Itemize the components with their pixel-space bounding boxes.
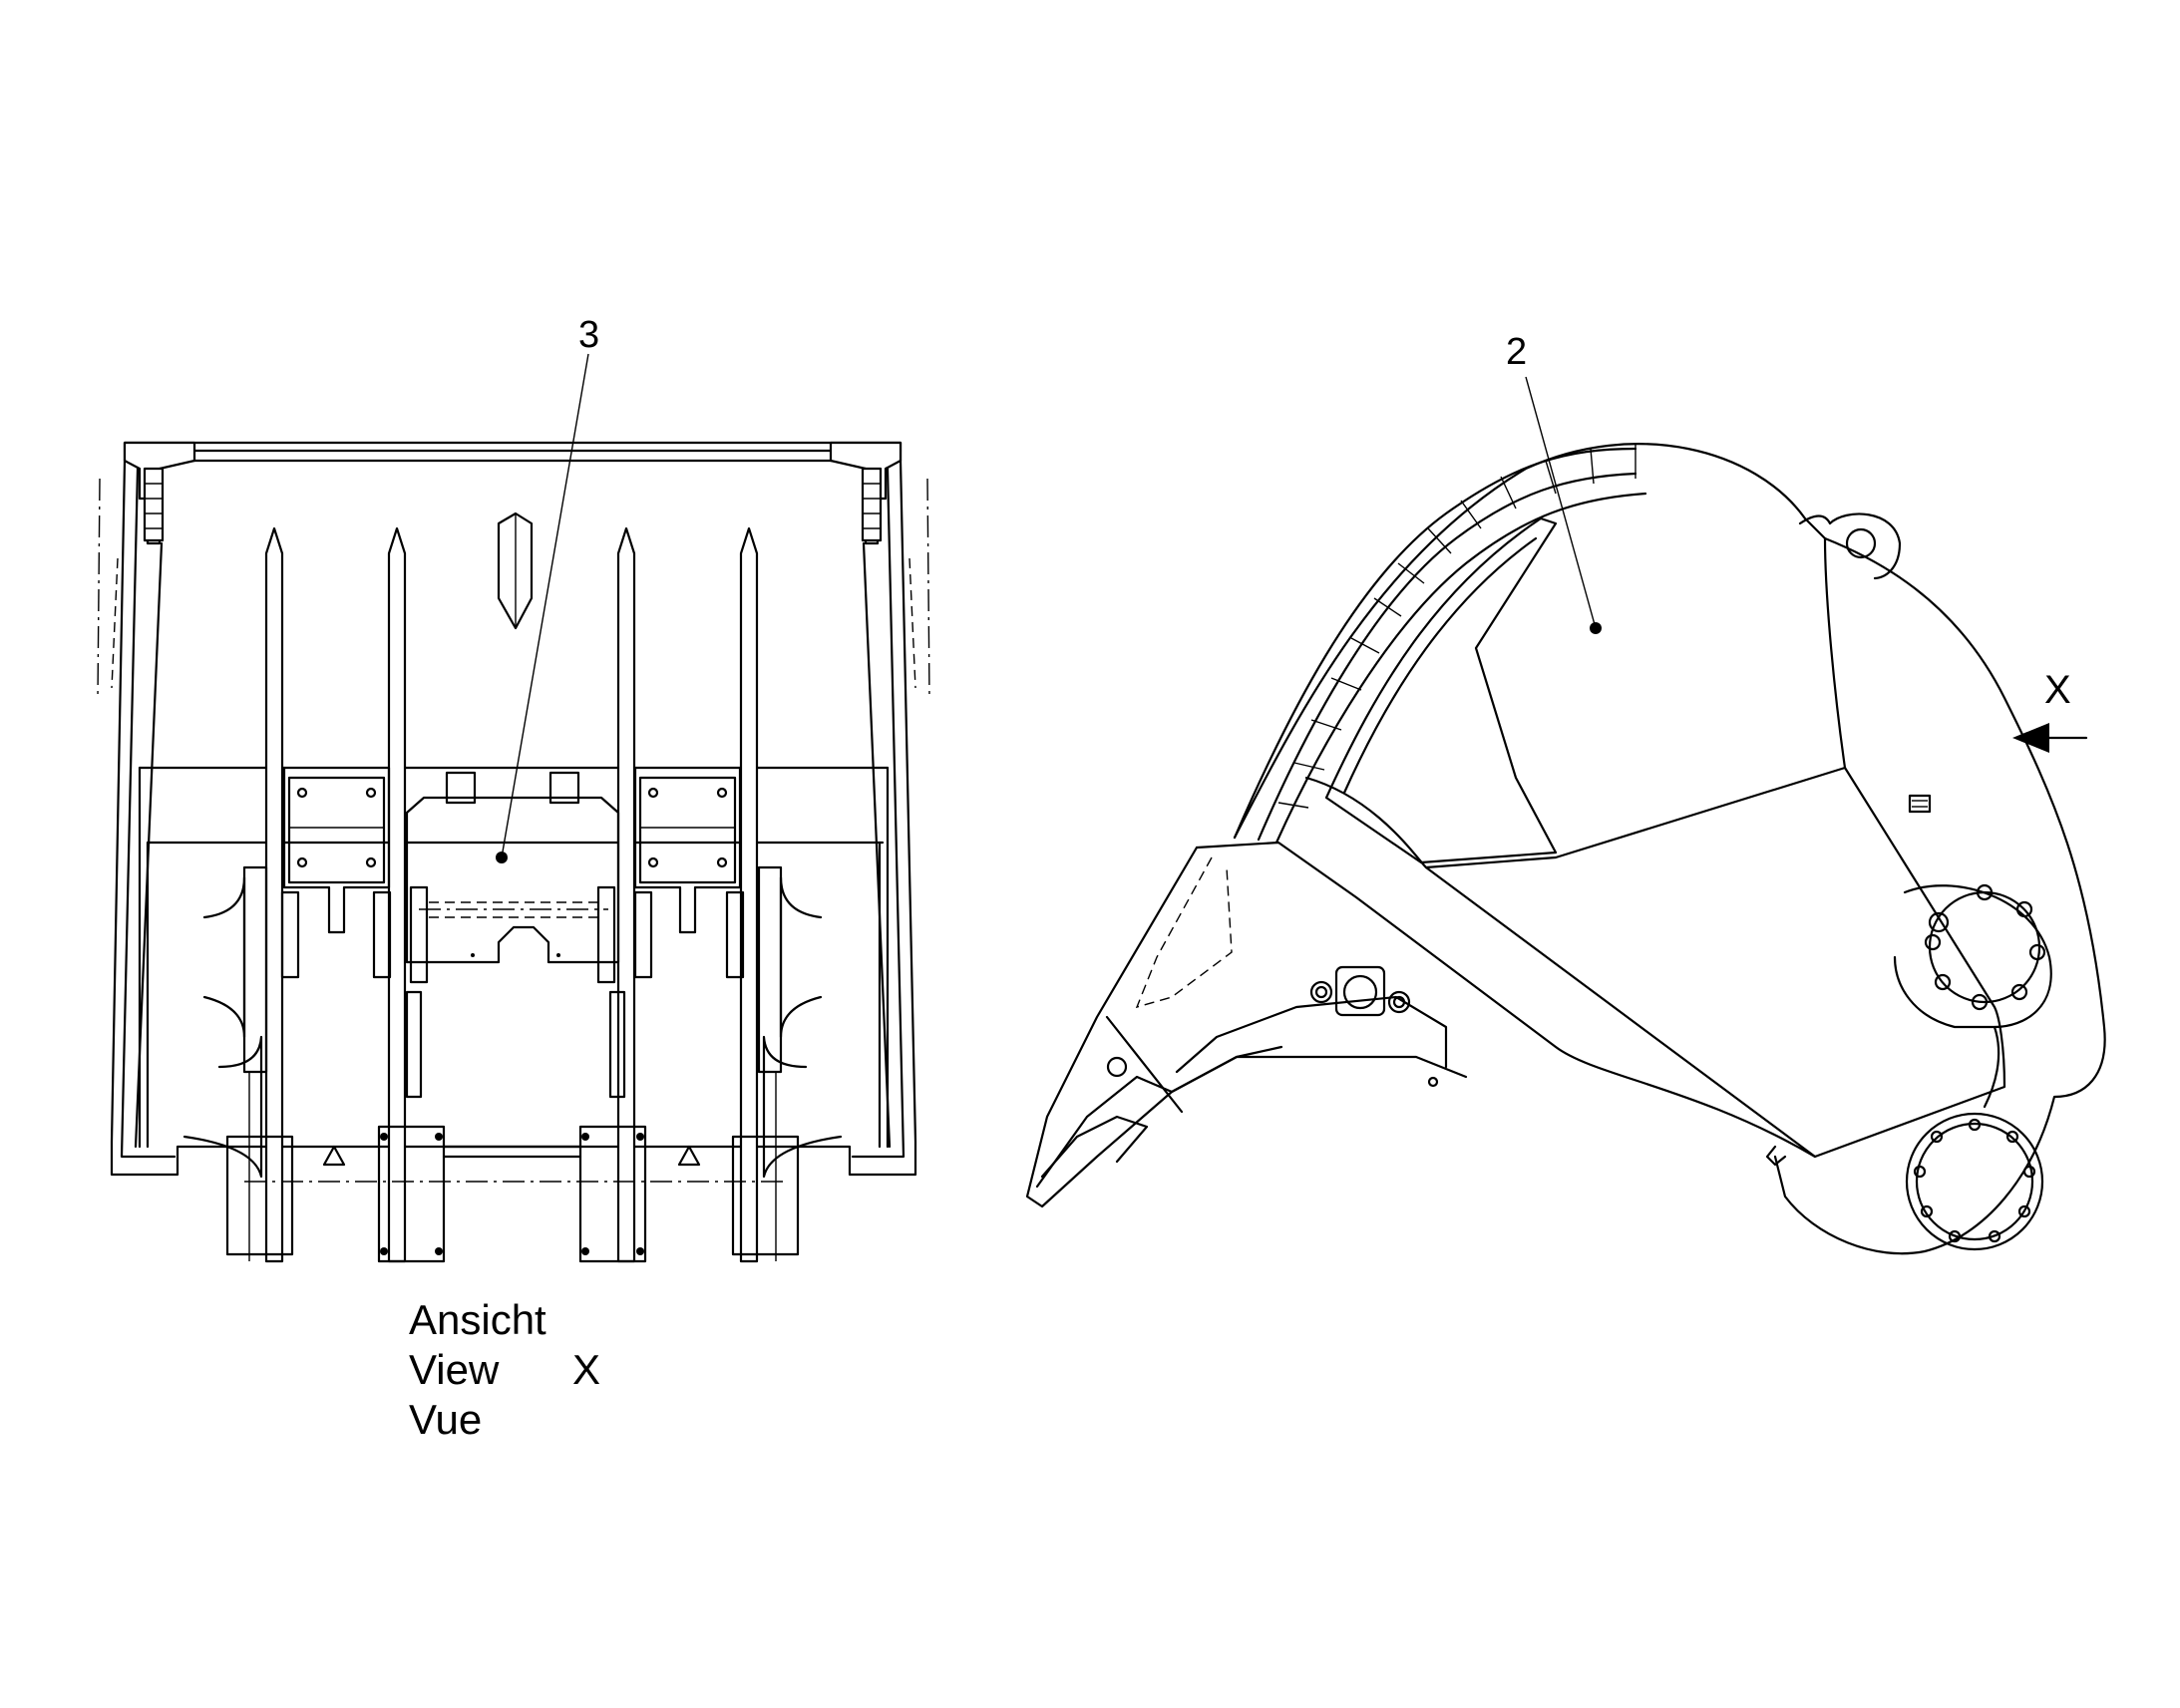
shank-boss <box>1309 965 1439 1088</box>
side-ribs <box>182 865 843 1261</box>
left-corner-block <box>123 441 196 545</box>
ripper-tooth-2 <box>387 526 407 1263</box>
triangle-mark-left <box>322 1145 346 1167</box>
upper-pin-hub <box>1893 883 2052 1029</box>
view-caption-ansicht: Ansicht <box>409 1296 546 1343</box>
callout-2: 2 <box>1506 331 1527 373</box>
leader-dot-2 <box>1590 622 1602 634</box>
side-view <box>1025 443 2106 1255</box>
view-direction-arrow <box>2012 723 2088 753</box>
view-caption-view: View <box>409 1346 500 1393</box>
leader-line-3 <box>501 353 589 858</box>
lower-pin-hub <box>1905 1112 2044 1251</box>
top-ear <box>1798 512 1902 580</box>
ripper-outer-contour <box>1233 443 2106 1255</box>
leader-line-2 <box>1525 376 1597 629</box>
leader-dot-3 <box>496 852 508 863</box>
top-ear-hole <box>1845 527 1877 559</box>
ripper-tooth-3 <box>616 526 636 1263</box>
view-caption-letter-x: X <box>572 1346 600 1393</box>
ripper-tooth-4 <box>739 526 759 1263</box>
view-caption-vue: Vue <box>409 1396 482 1443</box>
center-plate-part-3 <box>405 771 620 964</box>
tooth-adapter <box>1025 846 1468 1208</box>
triangle-mark-right <box>677 1145 701 1167</box>
shank-body <box>1195 766 2006 1159</box>
hub-assemblies <box>225 885 800 1263</box>
callout-direction-x: X <box>2044 668 2071 712</box>
callout-3: 3 <box>578 314 599 356</box>
ripper-tooth-1 <box>264 526 284 1263</box>
front-view-x <box>97 441 930 1263</box>
wear-band <box>1233 444 1647 845</box>
side-window <box>1324 516 1558 864</box>
right-mount-bracket <box>633 766 742 934</box>
right-corner-block <box>829 441 903 545</box>
marking-plate <box>1908 794 1932 814</box>
left-mount-bracket <box>282 766 391 934</box>
adapter-pin <box>1106 1056 1128 1078</box>
